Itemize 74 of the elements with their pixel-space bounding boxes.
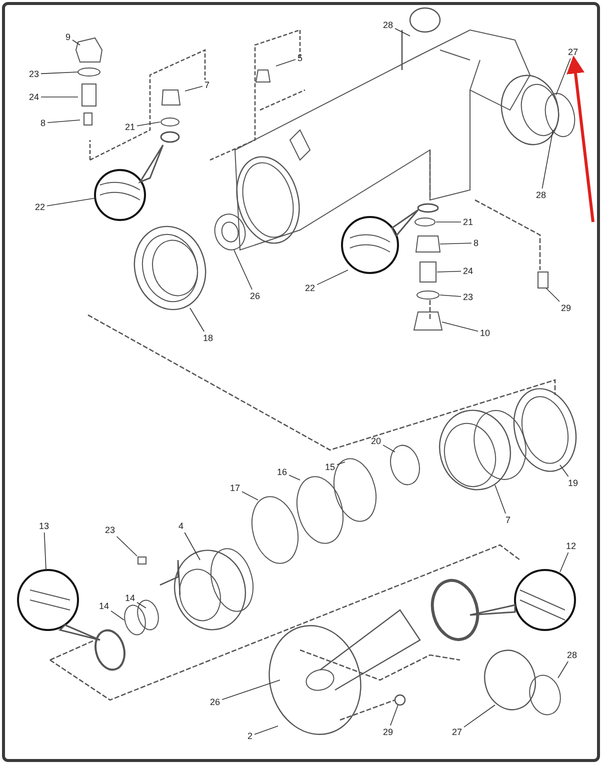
callout-number: 27 xyxy=(451,726,464,738)
callout-number: 5 xyxy=(296,52,304,64)
arrow xyxy=(566,56,594,222)
callout-number: 16 xyxy=(276,466,288,478)
callout-number: 27 xyxy=(567,46,580,58)
callout-number: 18 xyxy=(202,332,214,344)
callout-number: 20 xyxy=(370,436,382,446)
leader-line xyxy=(494,484,506,514)
callout-number: 13 xyxy=(38,520,50,532)
leader-line xyxy=(316,270,348,286)
callout-number: 15 xyxy=(324,462,336,472)
callout-number: 12 xyxy=(565,540,578,552)
callout-number: 7 xyxy=(504,514,512,526)
leader-line xyxy=(44,532,46,570)
callout-number: 9 xyxy=(64,32,72,42)
leader-line xyxy=(136,602,146,608)
callout-number: 19 xyxy=(567,478,580,488)
leader-line xyxy=(72,40,80,46)
leader-line xyxy=(546,288,560,302)
leader-line xyxy=(190,308,204,332)
leader-line xyxy=(442,322,478,332)
leader-line xyxy=(558,661,568,678)
callout-number: 7 xyxy=(204,80,211,90)
leader-line xyxy=(40,96,78,98)
leader-line xyxy=(136,122,160,126)
callout-number: 26 xyxy=(209,696,222,708)
leader-line xyxy=(336,462,346,466)
leader-line xyxy=(184,86,203,92)
callout-number: 24 xyxy=(462,266,474,276)
callout-number: 14 xyxy=(124,592,136,604)
leader-line xyxy=(110,610,124,620)
leader-line xyxy=(222,680,280,700)
callout-number: 21 xyxy=(462,216,474,228)
callout-number: 23 xyxy=(28,68,40,80)
leader-line xyxy=(47,120,80,124)
leader-line xyxy=(394,28,410,36)
callout-number: 2 xyxy=(246,730,254,742)
callout-number: 8 xyxy=(40,118,47,128)
callout-number: 8 xyxy=(472,238,480,248)
leader-line xyxy=(542,130,554,189)
callout-number: 24 xyxy=(28,92,40,102)
callout-number: 29 xyxy=(382,726,394,738)
callout-number: 23 xyxy=(462,292,474,302)
callout-number: 4 xyxy=(178,520,185,532)
leader-line xyxy=(382,444,396,452)
leader-line xyxy=(560,552,569,572)
leader-line xyxy=(242,491,258,500)
callout-number: 29 xyxy=(560,302,572,314)
leader-line xyxy=(276,59,296,66)
leader-line xyxy=(254,726,278,735)
callout-number: 17 xyxy=(229,482,242,494)
callout-number: 28 xyxy=(382,20,394,30)
leader-line xyxy=(556,58,571,96)
callout-number: 28 xyxy=(535,190,548,200)
callout-number: 14 xyxy=(98,600,110,612)
leader-line xyxy=(436,270,462,272)
callout-number: 21 xyxy=(124,122,136,132)
callout-number: 26 xyxy=(249,290,262,302)
callout-number: 22 xyxy=(34,202,46,212)
leader-line xyxy=(440,242,472,244)
callout-number: 22 xyxy=(304,282,316,294)
callout-number: 23 xyxy=(104,524,116,536)
leader-line xyxy=(560,464,569,477)
leader-line xyxy=(234,250,252,290)
leader-line xyxy=(390,704,398,726)
leader-line xyxy=(40,72,78,74)
leader-line xyxy=(288,474,300,480)
leader-line xyxy=(440,294,462,297)
leader-line xyxy=(116,536,138,556)
leader-line xyxy=(464,704,496,728)
callout-number: 28 xyxy=(566,650,578,660)
callout-number: 10 xyxy=(479,328,492,338)
leader-line xyxy=(46,198,96,206)
leader-line xyxy=(184,532,200,560)
